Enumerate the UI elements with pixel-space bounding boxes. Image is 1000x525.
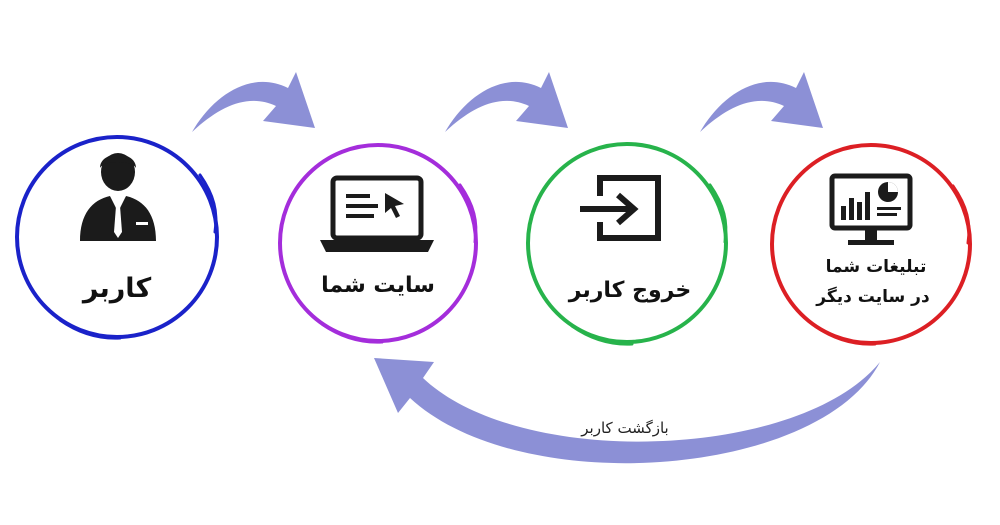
step-user-label: کاربر <box>81 273 152 304</box>
laptop-icon <box>320 175 434 252</box>
flow-arrow-1 <box>192 72 315 132</box>
step-exit: خروج کاربر <box>526 142 728 346</box>
flow-arrow-2 <box>445 72 568 132</box>
flow-arrow-3 <box>700 72 823 132</box>
step-user: کاربر <box>15 135 219 340</box>
step-ads-label-line2: در سایت دیگر <box>815 286 930 307</box>
exit-icon <box>580 175 661 241</box>
step-ads: تبلیغات شما در سایت دیگر <box>770 143 972 346</box>
monitor-chart-icon <box>829 173 913 245</box>
step-site-label: سایت شما <box>321 273 435 298</box>
step-site: سایت شما <box>278 143 478 344</box>
return-arrow <box>374 358 880 464</box>
step-exit-label: خروج کاربر <box>568 278 691 303</box>
step-ads-label-line1: تبلیغات شما <box>826 257 927 277</box>
return-label: بازگشت کاربر <box>580 419 668 437</box>
